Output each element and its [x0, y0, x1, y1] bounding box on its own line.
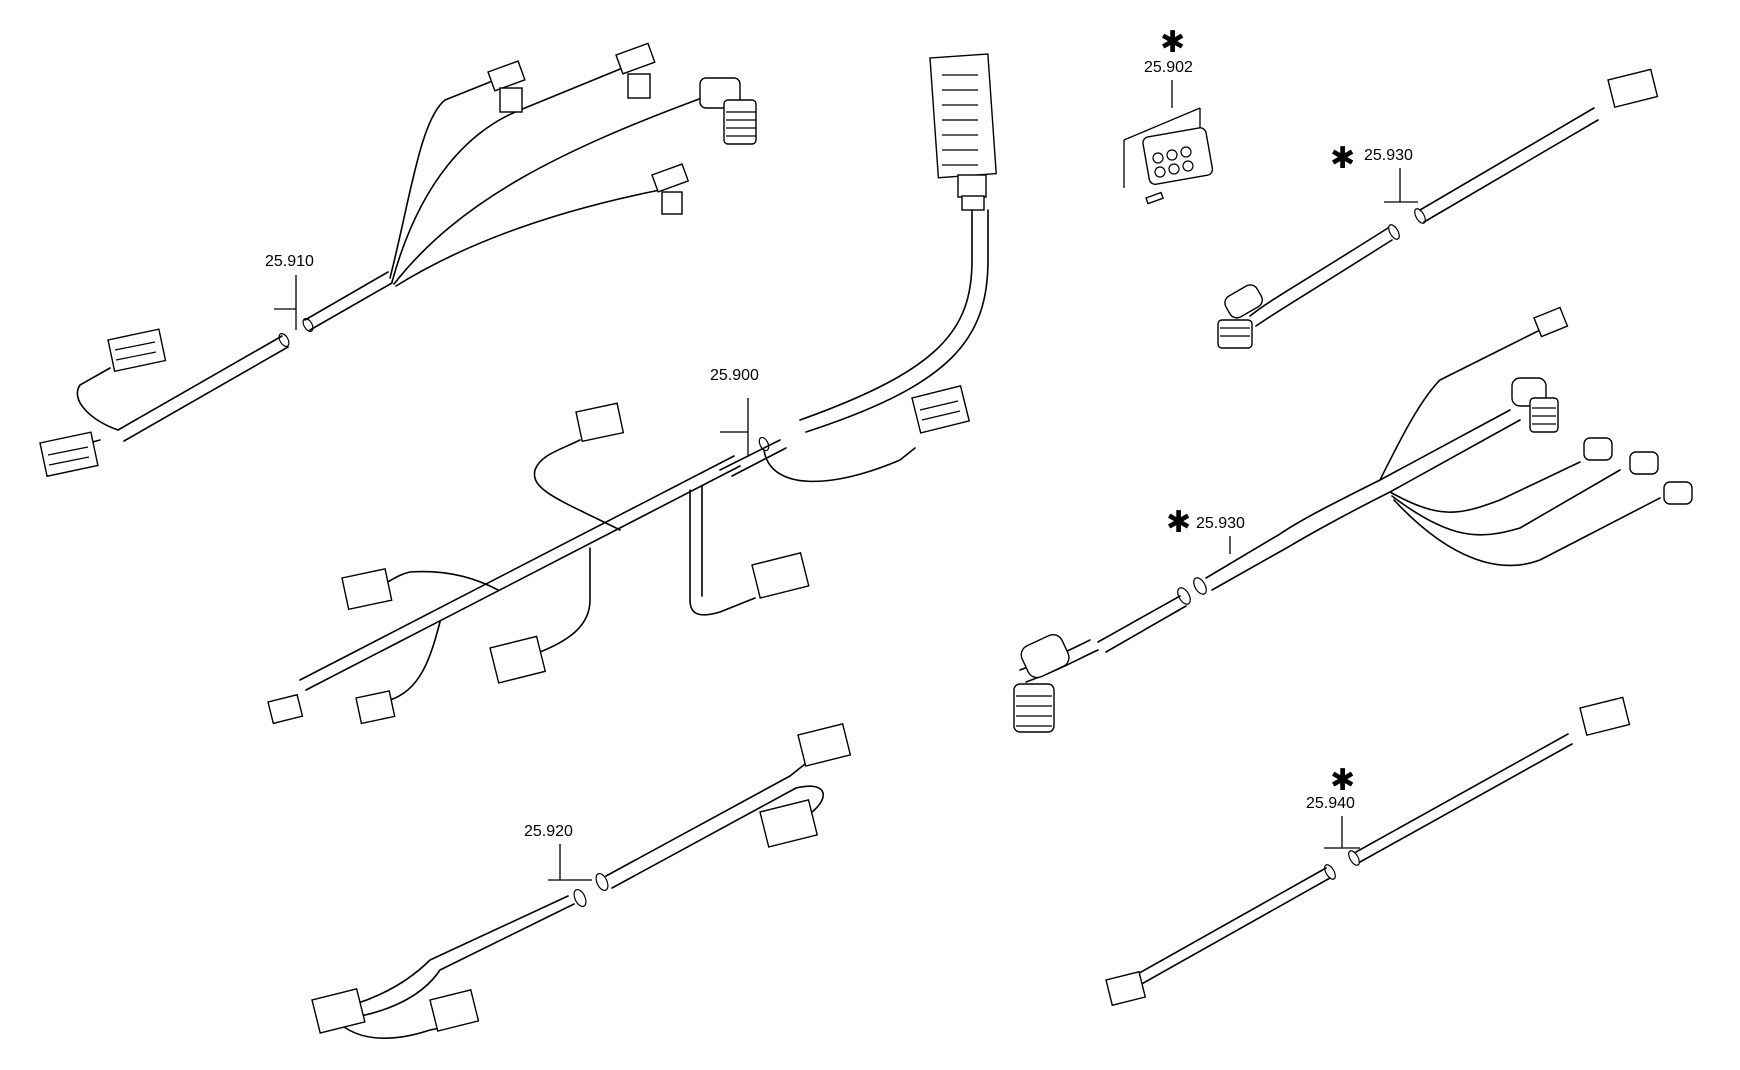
connector-930-large-top	[1533, 306, 1569, 338]
part-label-25-902: 25.902	[1144, 59, 1193, 76]
cable-25-930-upper: ✱ 25.930	[1217, 68, 1659, 349]
connector-930-large-elbow-1	[1583, 437, 1613, 461]
connector-940-bottom	[1105, 970, 1147, 1007]
part-label-25-940: 25.940	[1306, 795, 1355, 812]
harness-25-930-large: ✱ 25.930	[1013, 306, 1693, 733]
star-25-930-upper: ✱	[1330, 141, 1355, 176]
connector-block-left-upper	[107, 328, 167, 373]
part-label-25-910: 25.910	[265, 253, 314, 270]
connector-block-upper-center	[575, 402, 625, 443]
connector-small-1	[355, 690, 396, 725]
connector-elbow-3	[651, 163, 690, 215]
connector-housing-902	[1142, 127, 1214, 186]
connector-930-large-elbow-3	[1663, 481, 1693, 505]
connector-block-lower-right	[751, 552, 810, 599]
connector-multipin-block	[929, 53, 997, 211]
connector-small-2	[267, 693, 304, 725]
part-label-25-900: 25.900	[710, 367, 759, 384]
connector-930-top	[1607, 68, 1659, 109]
connector-920-right-lower	[759, 799, 819, 848]
part-label-25-920: 25.920	[524, 823, 573, 840]
star-25-930-large: ✱	[1166, 505, 1191, 540]
terminal-pin-902	[1145, 191, 1164, 205]
connector-block-left-lower	[39, 431, 99, 478]
kit-25-902: ✱ 25.902	[1123, 25, 1214, 205]
connector-920-bottom-left	[311, 988, 366, 1034]
connector-920-bottom-center	[429, 988, 480, 1032]
star-25-902: ✱	[1160, 25, 1185, 60]
connector-940-top	[1579, 696, 1631, 737]
connector-930-large-elbow-2	[1629, 451, 1659, 475]
cable-25-940: ✱ 25.940	[1105, 696, 1631, 1007]
harness-25-910: 25.910	[39, 42, 757, 478]
part-label-25-930-large: 25.930	[1196, 515, 1245, 532]
connector-930-large-round	[1511, 377, 1559, 433]
connector-block-left	[341, 568, 393, 611]
harness-25-920: 25.920	[311, 723, 852, 1039]
connector-920-top-right	[797, 723, 852, 767]
connector-block-right	[911, 385, 971, 434]
connector-elbow-2	[615, 42, 656, 99]
connector-elbow-1	[487, 60, 526, 113]
connector-930-large-big-elbow	[1013, 633, 1070, 733]
part-label-25-930-upper: 25.930	[1364, 147, 1413, 164]
harness-25-900: 25.900	[267, 53, 997, 725]
connector-930-elbow	[1217, 284, 1263, 349]
star-25-940: ✱	[1330, 763, 1355, 798]
connector-round-large	[699, 77, 757, 145]
connector-block-lower-center	[489, 635, 547, 684]
